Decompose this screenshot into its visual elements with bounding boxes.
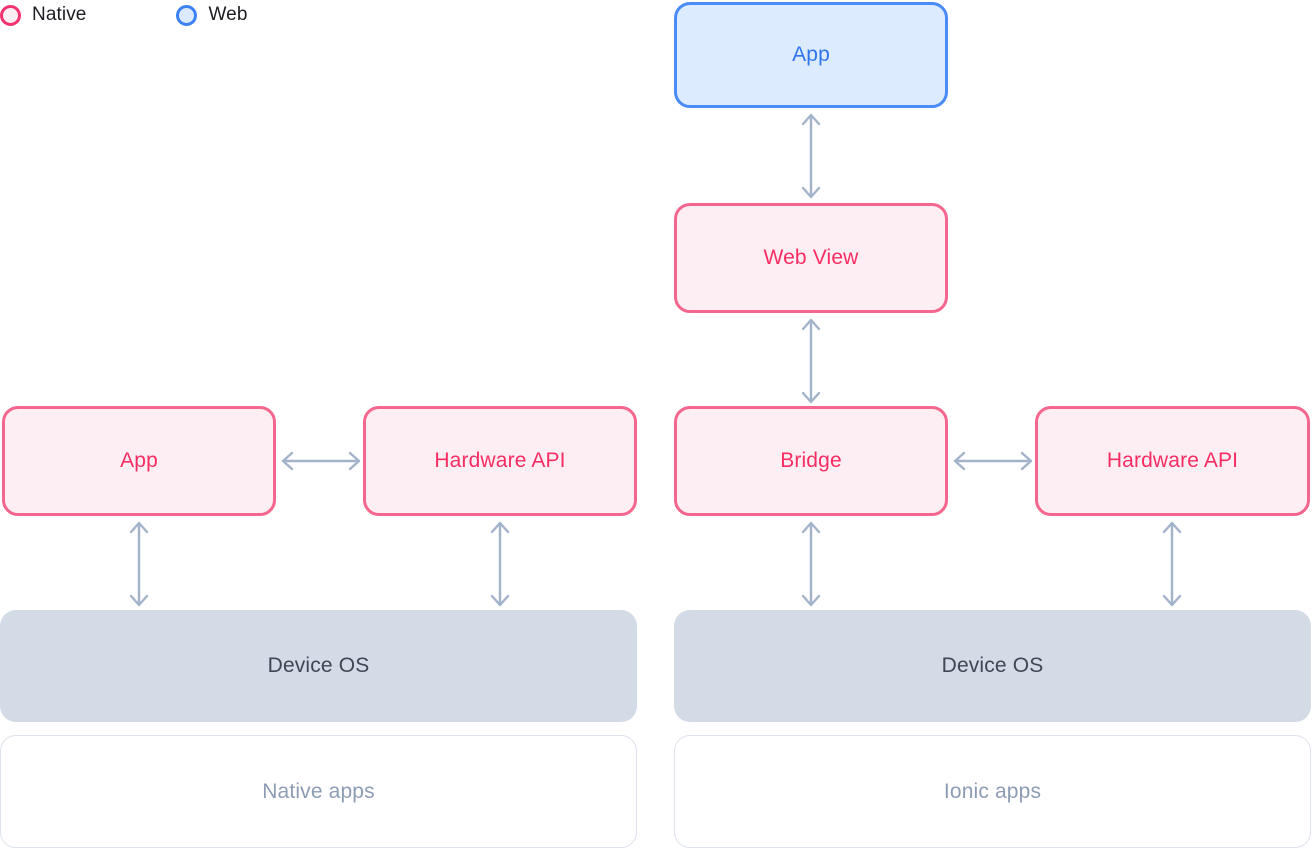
node-ionic-apps: Ionic apps	[674, 735, 1311, 848]
circle-outline-icon	[176, 4, 198, 26]
legend-label-web: Web	[208, 4, 248, 25]
arrow-native-hardware-api-to-os	[484, 518, 516, 610]
legend: Native Web	[0, 0, 248, 30]
node-native-apps: Native apps	[0, 735, 637, 848]
node-label: App	[792, 43, 830, 66]
legend-item-web: Web	[176, 4, 247, 26]
node-device-os-ionic: Device OS	[674, 610, 1311, 722]
legend-label-native: Native	[32, 4, 87, 25]
node-label: Device OS	[267, 654, 370, 677]
node-label: Bridge	[780, 449, 842, 472]
arrow-ionic-hardware-api-to-os	[1156, 518, 1188, 610]
legend-item-native: Native	[0, 4, 86, 26]
arrow-bridge-to-os	[795, 518, 827, 610]
node-label: Device OS	[941, 654, 1044, 677]
node-web-view: Web View	[674, 203, 948, 313]
arrow-bridge-to-hardware-api	[950, 445, 1036, 477]
node-label: Hardware API	[434, 449, 566, 472]
node-label: App	[120, 449, 158, 472]
arrow-native-app-to-os	[123, 518, 155, 610]
arrow-webview-to-bridge	[795, 315, 827, 407]
arrow-app-to-webview	[795, 110, 827, 202]
node-native-app: App	[2, 406, 276, 516]
node-label: Native apps	[262, 779, 375, 803]
node-native-hardware-api: Hardware API	[363, 406, 637, 516]
node-device-os-native: Device OS	[0, 610, 637, 722]
circle-outline-icon	[0, 4, 21, 26]
arrow-native-app-to-hardware-api	[278, 445, 364, 477]
node-ionic-app: App	[674, 2, 948, 108]
node-label: Ionic apps	[943, 779, 1042, 803]
node-label: Hardware API	[1106, 449, 1239, 472]
node-ionic-hardware-api: Hardware API	[1035, 406, 1310, 516]
node-label: Web View	[763, 246, 859, 269]
node-bridge: Bridge	[674, 406, 948, 516]
